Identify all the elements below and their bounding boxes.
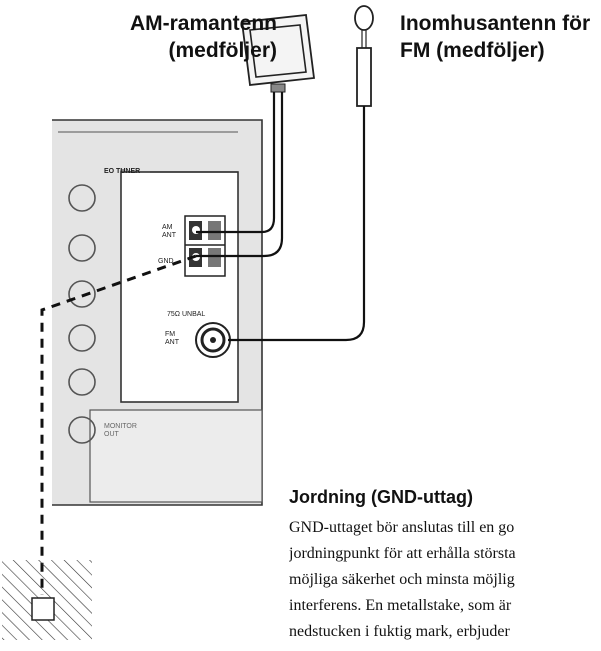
monitor-section-box bbox=[89, 409, 263, 503]
body-line: möjliga säkerhet och minsta möjlig bbox=[289, 571, 515, 588]
rca-jack bbox=[68, 184, 96, 212]
fm-indoor-antenna-icon bbox=[354, 5, 374, 107]
am-gnd-terminal-block bbox=[184, 215, 226, 277]
grounding-body: GND-uttaget bör anslutas till en go jord… bbox=[289, 515, 601, 645]
rca-jack bbox=[68, 368, 96, 396]
am-antenna-wires bbox=[196, 92, 284, 258]
ground-symbol bbox=[2, 560, 92, 640]
monitor-out-label: MONITOR OUT bbox=[104, 423, 137, 438]
rca-jacks bbox=[68, 184, 96, 444]
tuner-section-label: EO TUNER bbox=[104, 168, 141, 175]
am-loop-antenna-icon bbox=[240, 14, 316, 93]
rca-jack bbox=[68, 324, 96, 352]
rca-jack bbox=[68, 416, 96, 444]
gnd-label: GND bbox=[158, 258, 174, 265]
fm-coaxial-jack bbox=[195, 322, 231, 358]
fm-antenna-wire bbox=[228, 106, 366, 342]
tuner-section-box bbox=[120, 171, 239, 403]
am-ant-label: AM ANT bbox=[162, 224, 176, 239]
body-line: nedstucken i fuktig mark, erbjuder bbox=[289, 623, 510, 640]
rca-jack bbox=[68, 280, 96, 308]
fm-ant-label: FM ANT bbox=[165, 331, 179, 346]
grounding-heading: Jordning (GND-uttag) bbox=[289, 487, 473, 507]
body-line: GND-uttaget bör anslutas till en go bbox=[289, 519, 515, 536]
rca-jack bbox=[68, 234, 96, 262]
body-line: jordningpunkt för att erhålla största bbox=[289, 545, 516, 562]
unbal-label: 75Ω UNBAL bbox=[167, 311, 206, 318]
fm-antenna-label: Inomhusantenn för FM (medföljer) bbox=[400, 12, 591, 62]
am-antenna-label: AM-ramantenn (medföljer) bbox=[129, 12, 277, 62]
body-line: interferens. En metallstake, som är bbox=[289, 597, 512, 614]
receiver-back-panel bbox=[52, 119, 263, 506]
ground-wire bbox=[40, 254, 197, 595]
